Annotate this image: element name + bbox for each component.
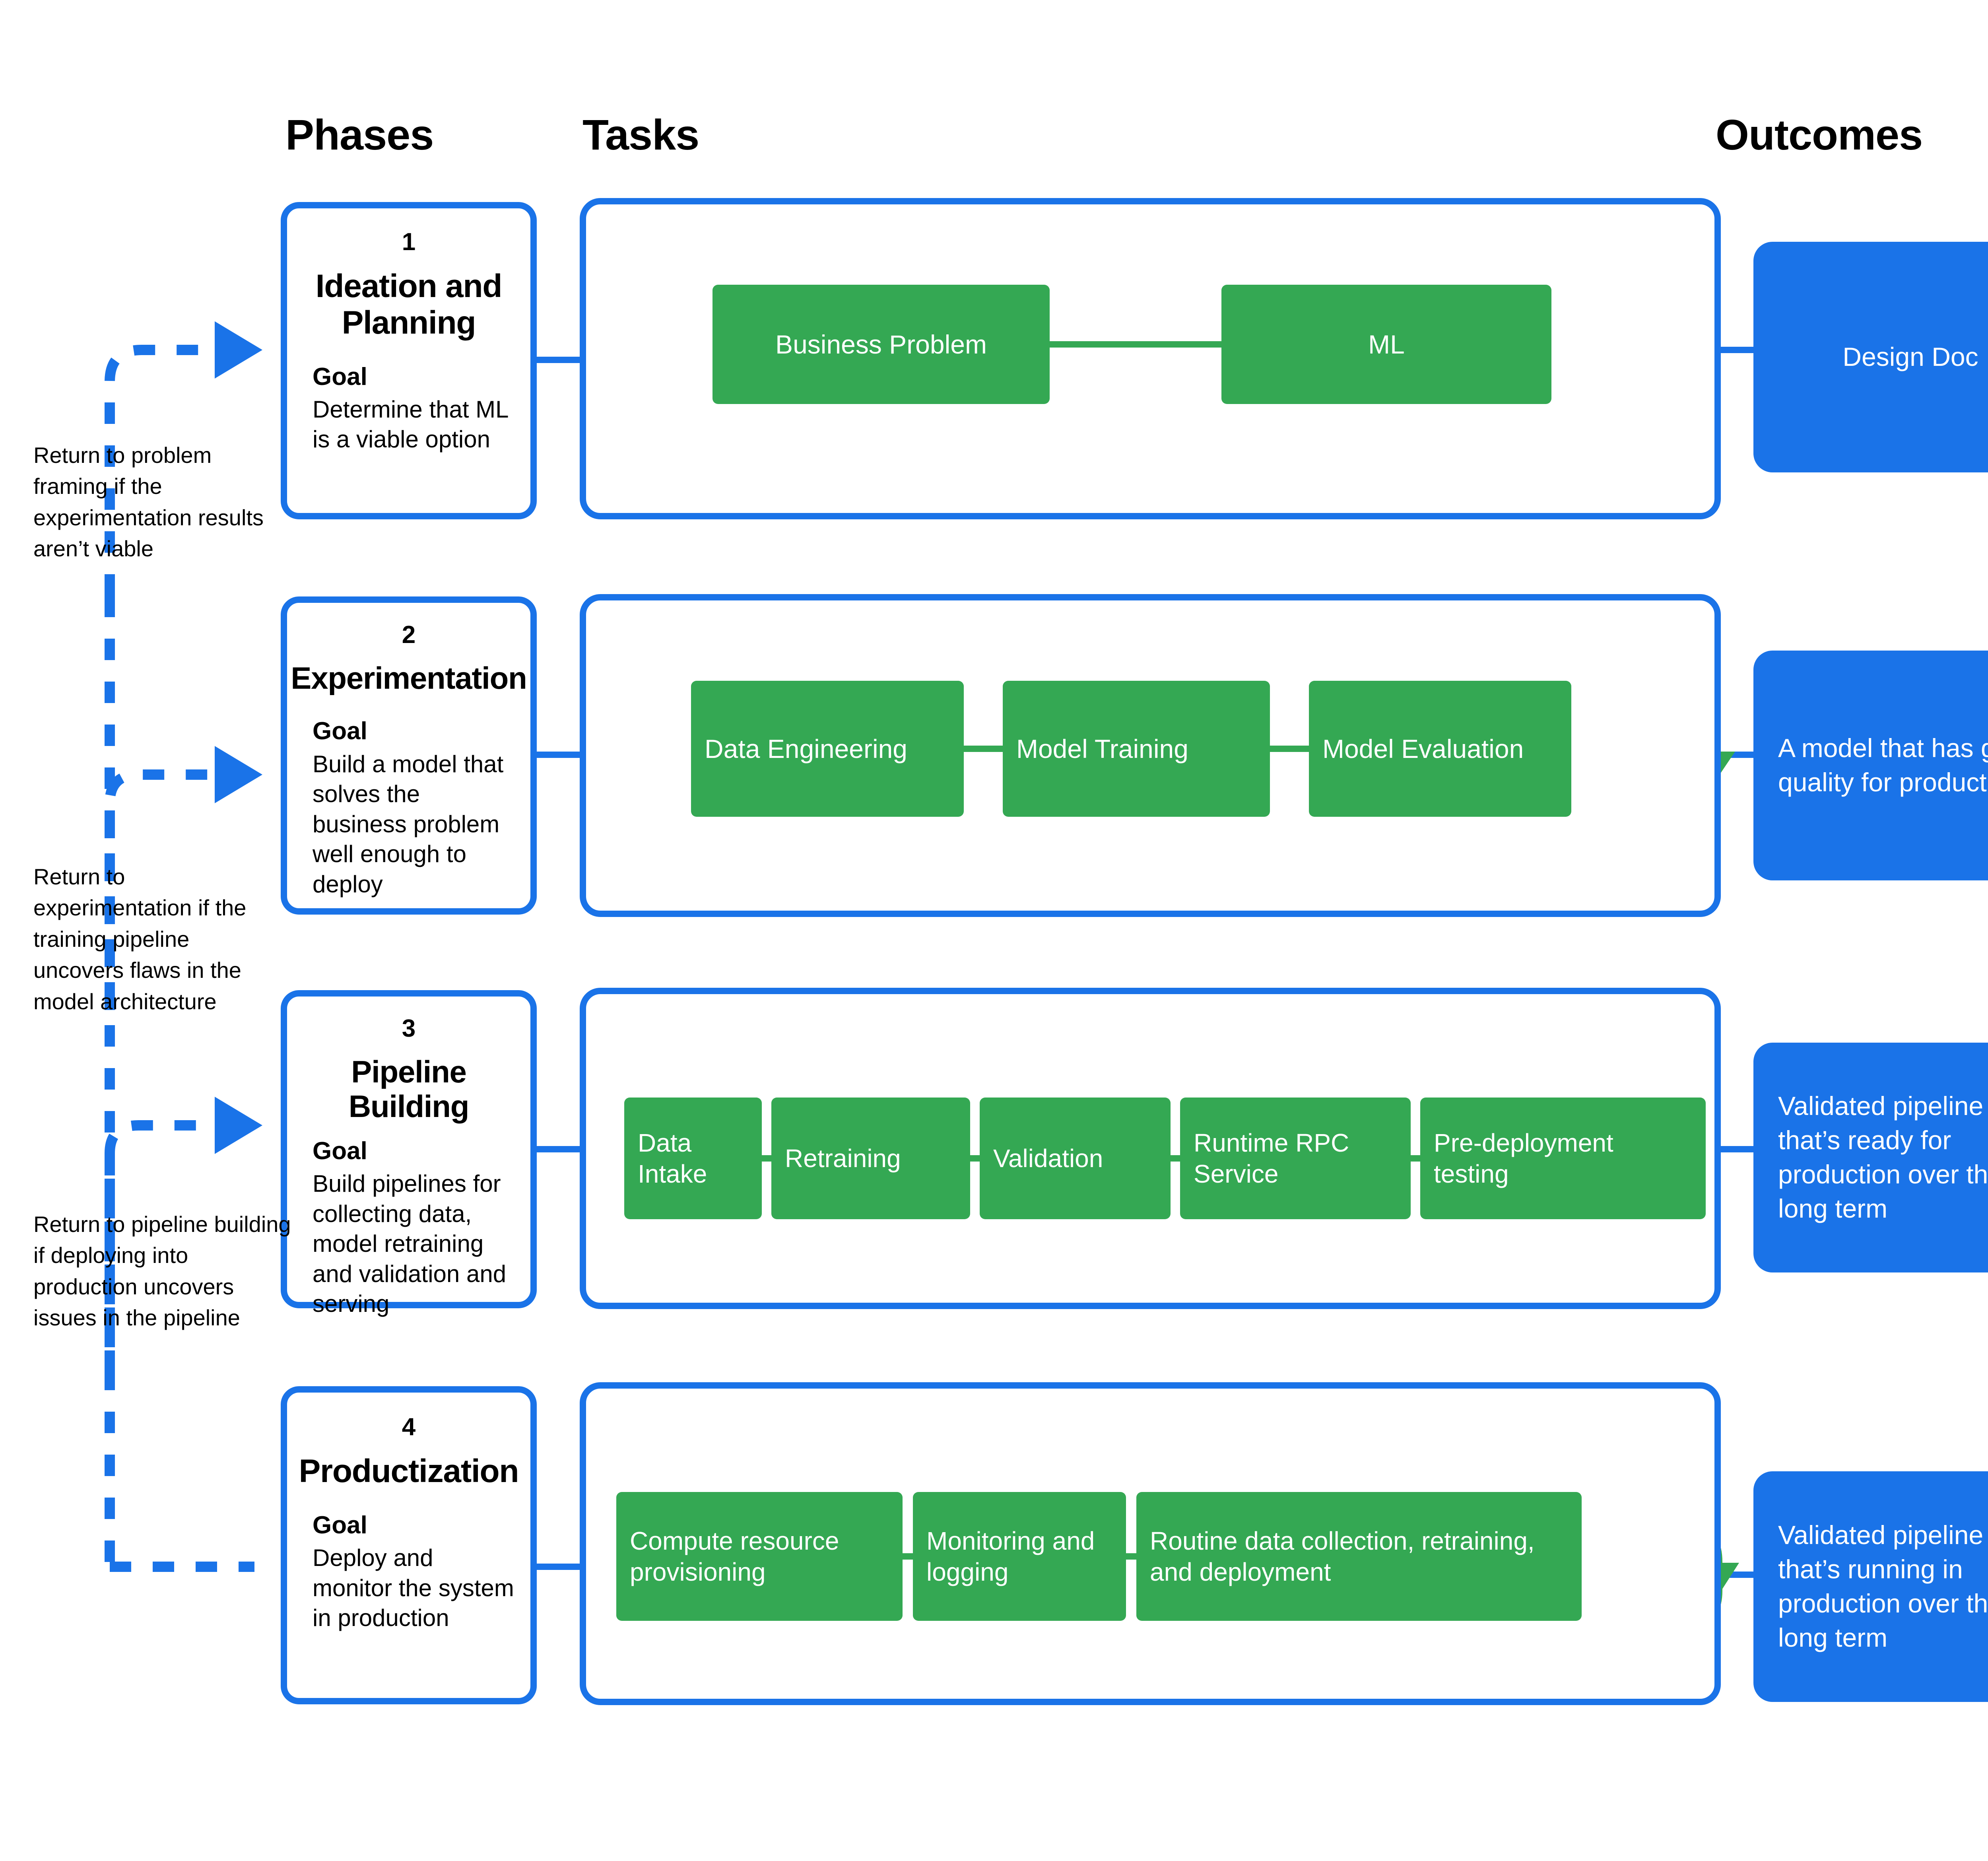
- task-box-ml[interactable]: ML: [1221, 285, 1551, 404]
- feedback-note-3: Return to pipeline building if deploying…: [33, 1212, 291, 1331]
- task-box-business-problem[interactable]: Business Problem: [712, 285, 1050, 404]
- outcome-card-pipeline-ready[interactable]: Validated pipeline that’s ready for prod…: [1753, 1043, 1988, 1272]
- outcome-card-pipeline-running[interactable]: Validated pipeline that’s running in pro…: [1753, 1471, 1988, 1702]
- task-connector-4a: [903, 1553, 913, 1560]
- task-connector-2b: [1270, 746, 1309, 752]
- goal-label-3: Goal: [313, 1137, 367, 1165]
- phase-task-connectors: [537, 357, 580, 1570]
- column-heading-outcomes: Outcomes: [1716, 111, 1923, 159]
- phase-goal-block-2: Goal Build a model that solves the busin…: [287, 718, 530, 899]
- phase-title-3: Pipeline Building: [348, 1054, 470, 1124]
- phase-goal-block-4: Goal Deploy and monitor the system in pr…: [287, 1511, 530, 1633]
- arrowhead-2: [215, 746, 262, 803]
- task-box-routine-data-collection[interactable]: Routine data collection, retraining, and…: [1136, 1492, 1582, 1621]
- goal-text-4: Deploy and monitor the system in product…: [313, 1544, 514, 1632]
- phase-card-2[interactable]: 2 Experimentation Goal Build a model tha…: [281, 596, 537, 915]
- goal-label-4: Goal: [313, 1511, 367, 1539]
- phase-title-4: Productization: [299, 1453, 519, 1489]
- task-connector-4b: [1126, 1553, 1136, 1560]
- task-box-model-training[interactable]: Model Training: [1003, 681, 1270, 817]
- phase-number-3: 3: [402, 1015, 416, 1042]
- phase-goal-block-3: Goal Build pipelines for collecting data…: [287, 1137, 530, 1319]
- task-box-validation[interactable]: Validation: [980, 1098, 1171, 1219]
- task-connector-2a: [964, 746, 1003, 752]
- feedback-note-2: Return to experimentation if the trainin…: [33, 864, 247, 1014]
- arrowhead-3: [215, 1097, 262, 1154]
- task-connector-3a: [762, 1155, 771, 1162]
- task-box-compute-resource-provisioning[interactable]: Compute resource provisioning: [616, 1492, 903, 1621]
- goal-text-3: Build pipelines for collecting data, mod…: [313, 1170, 507, 1317]
- column-heading-tasks: Tasks: [582, 111, 699, 159]
- goal-label-1: Goal: [313, 363, 367, 390]
- task-box-monitoring-and-logging[interactable]: Monitoring and logging: [913, 1492, 1126, 1621]
- column-heading-phases: Phases: [285, 111, 434, 159]
- task-outcome-connectors: [1721, 347, 1753, 1578]
- task-row-3: Data Intake Retraining Validation Runtim…: [624, 1098, 1706, 1219]
- phase-title-1: Ideation and Planning: [315, 268, 503, 341]
- outcome-card-design-doc[interactable]: Design Doc: [1753, 242, 1988, 472]
- phase-card-3[interactable]: 3 Pipeline Building Goal Build pipelines…: [281, 990, 537, 1317]
- phase-number-4: 4: [402, 1413, 416, 1441]
- task-box-data-engineering[interactable]: Data Engineering: [691, 681, 964, 817]
- task-connector-3c: [1171, 1155, 1180, 1162]
- task-connector-3d: [1411, 1155, 1420, 1162]
- phase-number-1: 1: [402, 228, 416, 256]
- goal-text-2: Build a model that solves the business p…: [313, 750, 504, 897]
- task-row-2: Data Engineering Model Training Model Ev…: [691, 681, 1571, 817]
- outcome-card-model-good-quality[interactable]: A model that has good quality for produc…: [1753, 651, 1988, 880]
- goal-label-2: Goal: [313, 717, 367, 745]
- phase-title-2: Experimentation: [291, 660, 527, 695]
- phase-goal-block-1: Goal Determine that ML is a viable optio…: [287, 363, 530, 455]
- phase-card-1[interactable]: 1 Ideation and Planning Goal Determine t…: [281, 202, 537, 519]
- feedback-note-1: Return to problem framing if the experim…: [33, 443, 264, 561]
- task-box-retraining[interactable]: Retraining: [771, 1098, 970, 1219]
- arrowhead-1: [215, 321, 262, 379]
- goal-text-1: Determine that ML is a viable option: [313, 396, 508, 453]
- task-connector-1a: [1050, 341, 1221, 348]
- task-box-model-evaluation[interactable]: Model Evaluation: [1309, 681, 1571, 817]
- task-row-4: Compute resource provisioning Monitoring…: [616, 1492, 1582, 1621]
- task-connector-3b: [970, 1155, 980, 1162]
- task-box-runtime-rpc-service[interactable]: Runtime RPC Service: [1180, 1098, 1411, 1219]
- task-row-1: Business Problem ML: [712, 285, 1551, 404]
- task-box-data-intake[interactable]: Data Intake: [624, 1098, 762, 1219]
- phase-card-4[interactable]: 4 Productization Goal Deploy and monitor…: [281, 1386, 537, 1704]
- phase-number-2: 2: [402, 621, 416, 649]
- task-box-pre-deployment-testing[interactable]: Pre-deployment testing: [1420, 1098, 1706, 1219]
